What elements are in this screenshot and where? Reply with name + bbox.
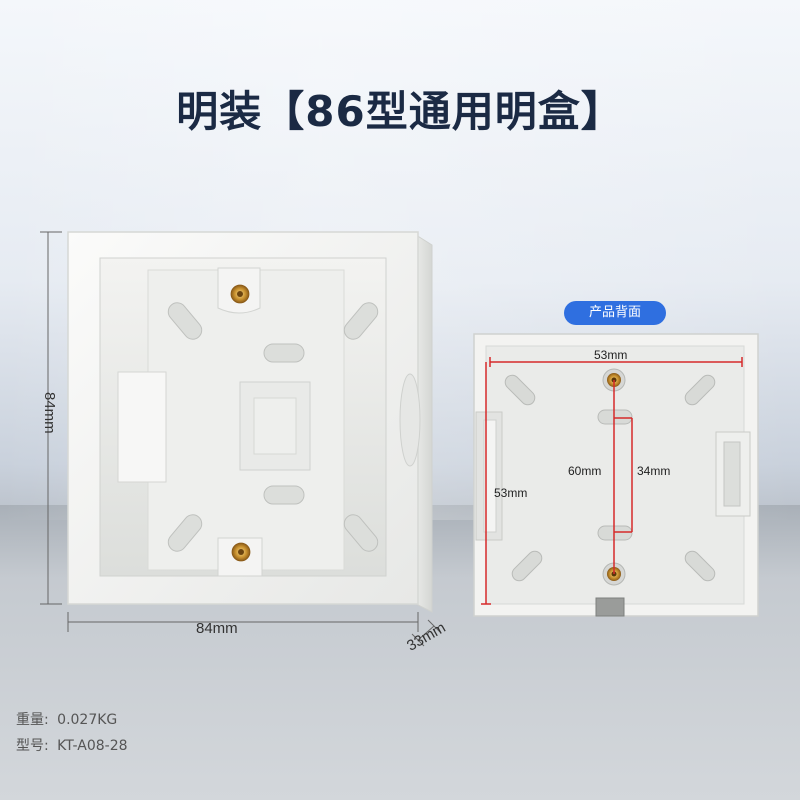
- spec-model-value: KT-A08-28: [57, 738, 128, 754]
- spec-model: 型号: KT-A08-28: [16, 735, 128, 755]
- front-box: [67, 231, 433, 613]
- height-label: 84mm: [41, 392, 58, 434]
- spec-weight-label: 重量:: [16, 712, 49, 728]
- spec-model-label: 型号:: [16, 738, 49, 754]
- page-title: 明装【86型通用明盒】: [176, 87, 624, 136]
- back-hole-spacing-label: 60mm: [568, 464, 602, 478]
- back-left-height-label: 53mm: [494, 486, 528, 500]
- back-dimension-lines: [481, 357, 743, 605]
- width-label: 84mm: [196, 620, 238, 637]
- back-top-width-label: 53mm: [594, 348, 628, 362]
- back-view-badge: 产品背面: [564, 301, 666, 325]
- spec-weight-value: 0.027KG: [57, 712, 118, 728]
- spec-weight: 重量: 0.027KG: [16, 709, 117, 729]
- back-slot-spacing-label: 34mm: [637, 464, 671, 478]
- dimension-lines: [40, 231, 441, 647]
- back-box: [473, 333, 759, 617]
